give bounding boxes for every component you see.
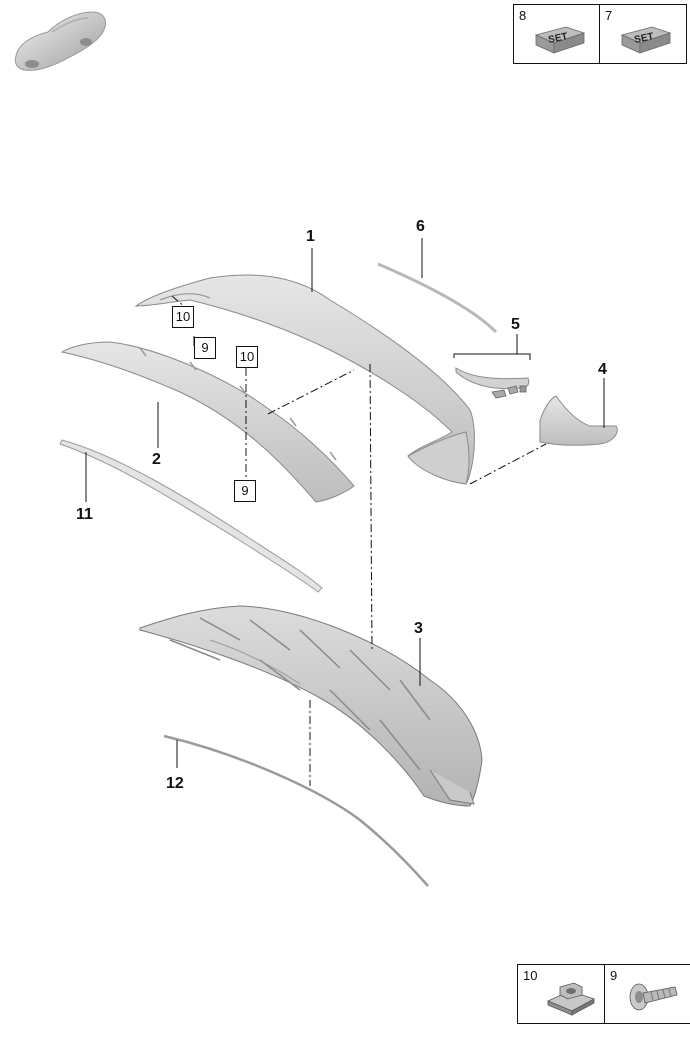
part-4-end-bracket[interactable] xyxy=(539,395,618,446)
ref-box-9-lower[interactable]: 9 xyxy=(234,480,256,502)
kit-box-bottom: 10 9 xyxy=(517,964,690,1024)
callout-11[interactable]: 11 xyxy=(76,506,93,523)
clip-nut-icon xyxy=(546,982,595,1016)
ref-box-9-upper[interactable]: 9 xyxy=(194,337,216,359)
callout-6[interactable]: 6 xyxy=(416,218,425,235)
kit-number: 7 xyxy=(605,8,613,23)
kit-box-top: 8 SET 7 SET xyxy=(513,4,687,64)
kit-cell-9[interactable]: 9 xyxy=(605,965,690,1023)
part-5-trim-set[interactable] xyxy=(455,367,530,399)
kit-number: 8 xyxy=(519,8,527,23)
part-2-lower-panel[interactable] xyxy=(60,341,355,503)
set-label: SET xyxy=(547,31,568,46)
car-thumbnail xyxy=(14,11,106,71)
kit-number: 10 xyxy=(523,968,538,983)
set-icon: SET xyxy=(534,26,586,54)
ref-box-10-upper[interactable]: 10 xyxy=(172,306,194,328)
car-silhouette-icon xyxy=(14,11,106,71)
kit-cell-10[interactable]: 10 xyxy=(518,965,605,1023)
part-3-support-frame[interactable] xyxy=(139,605,483,807)
part-11-edge-strip[interactable] xyxy=(59,439,323,593)
part-12-lower-seal[interactable] xyxy=(163,734,429,887)
part-1-rear-spoiler[interactable] xyxy=(134,274,475,485)
rivet-screw-icon xyxy=(629,983,678,1011)
leader-lines xyxy=(85,238,605,768)
callout-3[interactable]: 3 xyxy=(414,620,423,637)
callout-12[interactable]: 12 xyxy=(166,775,184,792)
assembly-lines xyxy=(171,295,547,786)
set-icon: SET xyxy=(620,26,672,54)
kit-cell-7[interactable]: 7 SET xyxy=(600,5,686,63)
callout-1[interactable]: 1 xyxy=(306,228,315,245)
kit-number: 9 xyxy=(610,968,618,983)
part-6-seal-strip[interactable] xyxy=(377,262,498,334)
callout-5[interactable]: 5 xyxy=(511,316,520,333)
callout-2[interactable]: 2 xyxy=(152,451,161,468)
kit-cell-8[interactable]: 8 SET xyxy=(514,5,600,63)
set-label: SET xyxy=(633,31,654,46)
callout-4[interactable]: 4 xyxy=(598,361,607,378)
ref-box-10-lower[interactable]: 10 xyxy=(236,346,258,368)
